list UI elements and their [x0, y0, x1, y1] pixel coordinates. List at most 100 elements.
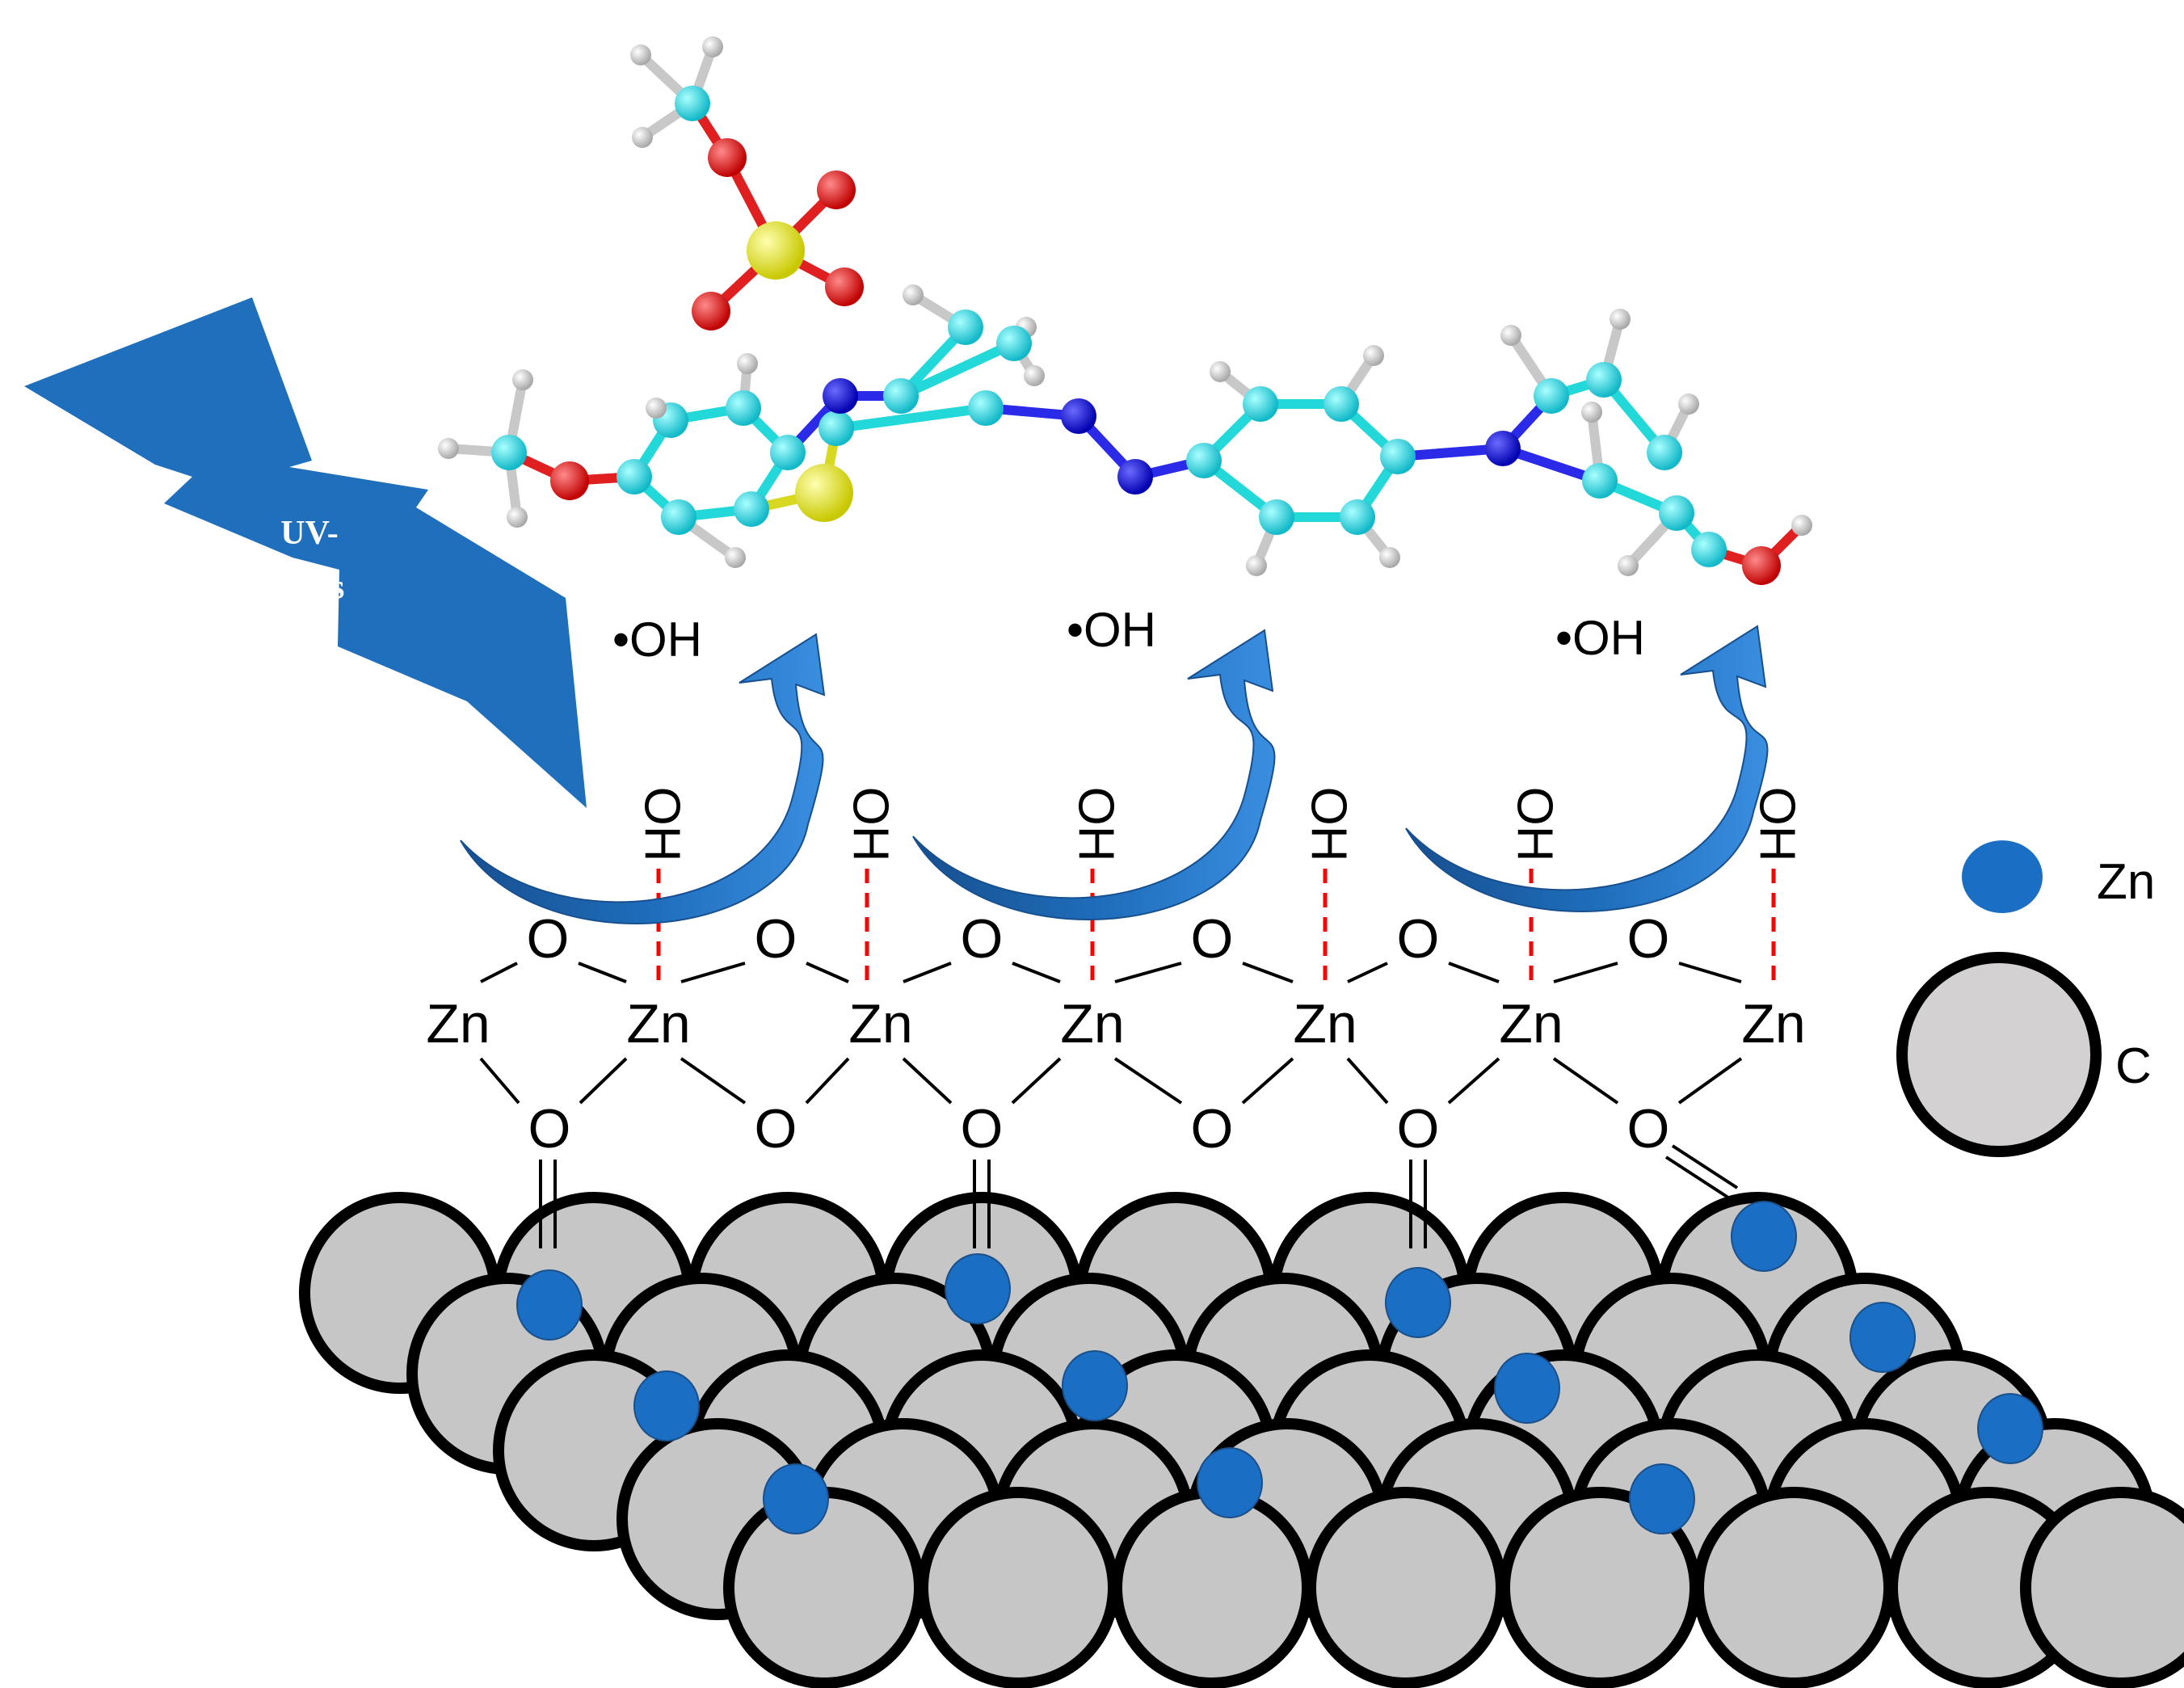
atom-h — [1024, 365, 1045, 386]
atom-o — [708, 138, 747, 177]
zinc-dopant-dot — [1629, 1463, 1695, 1534]
bond-line — [1011, 1057, 1062, 1105]
atom-c — [1691, 532, 1727, 567]
zinc-dopant-dot — [1062, 1350, 1128, 1421]
double-bond-line — [1671, 1144, 1739, 1189]
double-bond-line — [1664, 1156, 1732, 1201]
zinc-dopant-dot — [1731, 1201, 1797, 1272]
atom-h — [1500, 325, 1521, 346]
curved-arrow-icon — [912, 629, 1276, 920]
bond-line — [479, 1057, 520, 1105]
oxygen-atom-label: O — [527, 908, 570, 970]
surface-hydroxyl-label: OH — [1507, 787, 1563, 862]
atom-h — [1210, 361, 1231, 382]
surface-hydroxyl-label: OH — [1301, 787, 1357, 862]
zinc-dopant-dot — [1494, 1353, 1560, 1424]
bond-line — [902, 1057, 953, 1105]
atom-c — [726, 390, 761, 426]
oxygen-atom-label: O — [1191, 908, 1234, 970]
atom-h — [1678, 394, 1699, 415]
oh-radical-arrows — [460, 625, 1769, 924]
oxygen-atom-label: O — [528, 1098, 571, 1160]
zinc-atom-label: Zn — [626, 993, 690, 1054]
oxygen-atom-label: O — [755, 1098, 797, 1160]
bond-line — [805, 1057, 850, 1105]
zinc-atom-label: Zn — [1293, 993, 1357, 1054]
bond-line — [1241, 1057, 1294, 1105]
atom-c — [1586, 362, 1622, 398]
atom-c — [1647, 435, 1682, 470]
legend-c-label: C — [2115, 1038, 2152, 1094]
zinc-dopant-dot — [1849, 1302, 1916, 1373]
uv-vis-label-line1: UV- — [280, 515, 339, 552]
atom-o — [692, 292, 730, 330]
bond-line — [1678, 962, 1742, 983]
atom-n — [823, 378, 858, 414]
zinc-atom-label: Zn — [848, 993, 912, 1054]
atom-c — [675, 86, 710, 121]
hydroxyl-radical-label-1: •OH — [612, 612, 702, 667]
molecule-bond — [896, 339, 1019, 401]
atom-h — [725, 547, 746, 568]
carbon-sphere — [2020, 1487, 2184, 1688]
legend: Zn C — [1896, 840, 2155, 1157]
atom-h — [632, 127, 653, 148]
molecule-bond — [831, 403, 991, 433]
bond-line — [579, 1057, 628, 1105]
atom-h — [1618, 555, 1639, 576]
atom-c — [1659, 495, 1694, 531]
oxygen-atom-label: O — [1627, 908, 1670, 970]
atom-c — [1259, 499, 1294, 535]
atom-c — [734, 491, 769, 527]
atom-h — [1791, 515, 1812, 536]
surface-hydroxyl-label: OH — [1068, 787, 1124, 862]
atom-c — [883, 378, 919, 414]
oxygen-atom-label: O — [961, 908, 1004, 970]
bond-line — [1448, 962, 1500, 983]
atom-c — [1186, 443, 1222, 478]
surface-hydroxyl-label: OH — [634, 787, 690, 862]
atom-o — [1742, 546, 1781, 585]
bond-line — [1552, 1057, 1619, 1105]
atom-h — [507, 507, 528, 528]
legend-zn-swatch — [1962, 840, 2043, 913]
oxygen-atom-label: O — [755, 908, 797, 970]
oxygen-atom-label: O — [1191, 1098, 1234, 1160]
carbon-sphere — [917, 1487, 1119, 1688]
bond-line — [1114, 962, 1182, 983]
atom-h — [903, 284, 924, 305]
oxygen-atom-label: O — [1397, 1098, 1440, 1160]
atom-h — [1379, 547, 1400, 568]
zinc-dopant-dot — [1977, 1393, 2043, 1464]
atom-c — [948, 309, 983, 345]
atom-n — [1061, 398, 1096, 434]
legend-zn-label: Zn — [2097, 854, 2155, 910]
zno-lattice-bonds — [479, 962, 1743, 1248]
atom-c — [1323, 386, 1359, 422]
atom-h — [630, 44, 651, 65]
radical-labels: •OH •OH •OH — [612, 603, 1645, 667]
molecule-atoms — [438, 36, 1812, 585]
atom-s — [795, 464, 853, 522]
zinc-dopant-dot — [1385, 1267, 1451, 1338]
bond-line — [1553, 962, 1618, 983]
atom-h — [1363, 345, 1384, 366]
dye-molecule-ball-and-stick — [438, 36, 1812, 585]
carbon-sphere-bed — [299, 1192, 2184, 1688]
atom-c — [1582, 463, 1618, 499]
bond-line — [1346, 1057, 1389, 1105]
atom-h — [646, 398, 667, 419]
bond-line — [1113, 1057, 1183, 1105]
bond-line — [680, 1057, 747, 1105]
carbon-sphere — [723, 1487, 925, 1688]
atom-h — [438, 438, 459, 459]
bond-line — [578, 962, 627, 983]
legend-c-swatch — [1896, 952, 2102, 1157]
zinc-dopant-dot — [945, 1253, 1011, 1324]
atom-n — [1485, 431, 1521, 466]
zinc-atom-label: Zn — [426, 993, 490, 1054]
atom-c — [770, 435, 806, 470]
atom-h — [512, 369, 533, 390]
